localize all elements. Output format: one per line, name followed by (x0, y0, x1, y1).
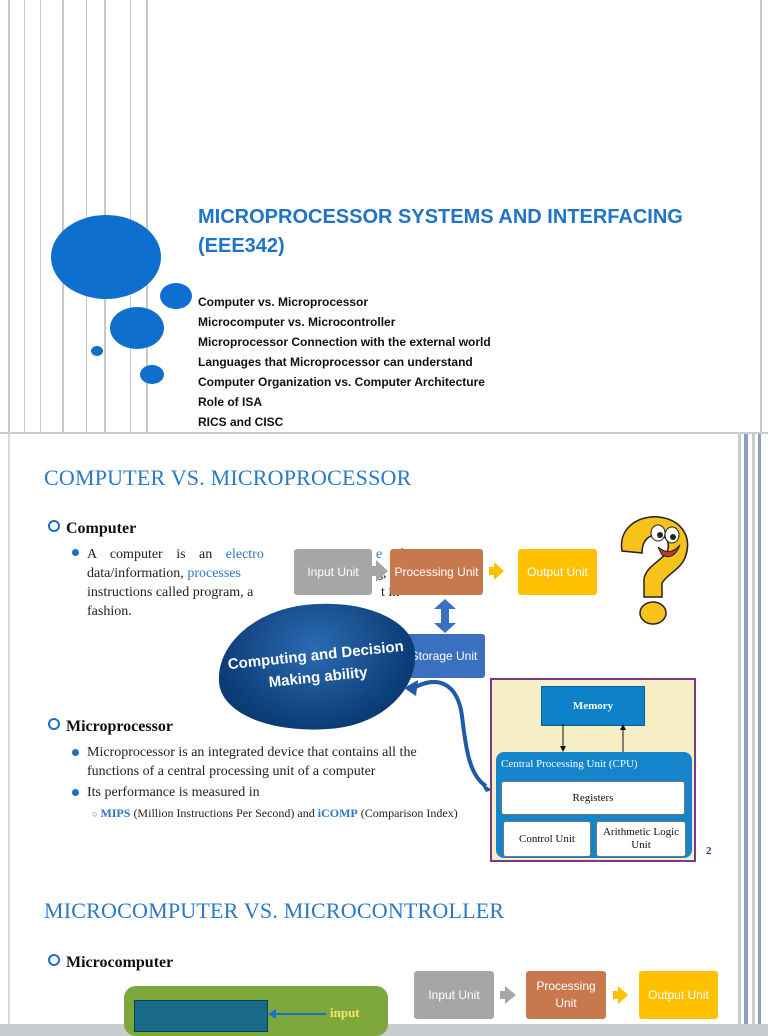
arrow-shaft (372, 566, 378, 576)
text: (Million Instructions Per Second) and (130, 806, 318, 820)
decor-circle (51, 215, 161, 299)
control-unit-box: Control Unit (503, 821, 591, 857)
arrow-shaft (500, 991, 506, 999)
slide-title: MICROCOMPUTER VS. MICROCONTROLLER (44, 898, 505, 923)
arrow-right-icon (618, 986, 628, 1004)
topic-item: RICS and CISC (198, 415, 284, 429)
decor-line (760, 0, 762, 432)
bullet-row: Microprocessor is an integrated device t… (72, 743, 470, 781)
bus-arrows-icon (560, 724, 626, 752)
desc-line: A computer is an electro (72, 545, 432, 564)
registers-box: Registers (501, 781, 685, 815)
decor-line (86, 0, 87, 432)
decor-line (752, 434, 755, 872)
arrow-right-icon (376, 560, 388, 582)
output-unit-box: Output Unit (518, 549, 597, 595)
topic-item: Microcomputer vs. Microcontroller (198, 315, 396, 329)
decor-line (752, 872, 755, 1024)
text-fragment: e (376, 547, 383, 562)
bullet-text: Microprocessor is an integrated device t… (87, 745, 417, 779)
topic-item: Role of ISA (198, 395, 263, 409)
title-line: MICROPROCESSOR SYSTEMS AND INTERFACING (198, 206, 683, 228)
memory-box: Memory (541, 686, 645, 726)
ring-bullet-icon (48, 954, 60, 966)
arrow-right-icon (494, 562, 504, 580)
decor-line (8, 0, 10, 432)
topics-list: Computer vs. Microprocessor Microcompute… (198, 292, 491, 432)
decor-circle (140, 365, 164, 384)
question-mark-icon (620, 516, 689, 625)
decor-line (62, 0, 64, 432)
decor-circle (91, 346, 103, 356)
decor-circle (110, 307, 164, 349)
chip-image (134, 1000, 268, 1032)
desc-line: instructions called program, a (87, 585, 254, 600)
decor-circle (160, 283, 192, 309)
desc-line: fashion. (87, 604, 132, 619)
bullet-text: Its performance is measured in (87, 785, 260, 800)
sub-bullet-icon: ○ (92, 809, 98, 819)
desc-line: data/information, processes (72, 564, 432, 583)
processing-unit-box: Processing Unit (526, 971, 606, 1019)
processing-unit-box: Processing Unit (390, 549, 483, 595)
decor-line (744, 434, 748, 872)
bullet-icon (72, 789, 79, 796)
up-down-arrow-icon (434, 599, 456, 633)
decor-line (758, 434, 761, 872)
decor-line (758, 872, 761, 1024)
topic-item: Microprocessor Connection with the exter… (198, 335, 491, 349)
decor-line (8, 434, 10, 872)
input-unit-box: Input Unit (294, 549, 372, 595)
arrow-right-icon (505, 986, 516, 1004)
microcomputer-heading: Microcomputer (48, 954, 173, 972)
course-title: MICROPROCESSOR SYSTEMS AND INTERFACING (… (198, 203, 728, 261)
bullet-icon (72, 749, 79, 756)
ring-bullet-icon (48, 718, 60, 730)
topic-item: Computer vs. Microprocessor (198, 295, 369, 309)
decor-line (744, 872, 748, 1024)
link-text: processes (187, 566, 241, 581)
text: (Comparison Index) (357, 806, 458, 820)
decor-line (130, 0, 131, 432)
decor-line (146, 0, 148, 432)
arrow-left-icon (268, 1009, 326, 1019)
decor-line (738, 872, 741, 1024)
arrow-shaft (489, 567, 495, 575)
heading-text: Computer (66, 520, 137, 537)
mips-line: ○ MIPS (Million Instructions Per Second)… (92, 806, 482, 822)
heading-text: Microcomputer (66, 954, 174, 971)
cpu-label: Central Processing Unit (CPU) (501, 758, 638, 770)
output-unit-box: Output Unit (639, 971, 718, 1019)
input-unit-box: Input Unit (414, 971, 494, 1019)
topic-item: Languages that Microprocessor can unders… (198, 355, 473, 369)
ring-bullet-icon (48, 520, 60, 532)
decor-line (8, 872, 10, 1024)
slide-title: MICROPROCESSOR SYSTEMS AND INTERFACING (… (0, 0, 768, 432)
title-line: (EEE342) (198, 235, 285, 257)
alu-box: Arithmetic Logic Unit (596, 821, 686, 857)
text: A computer is an (87, 547, 226, 562)
curved-arrow-icon (404, 680, 492, 792)
icomp-term: iCOMP (317, 806, 358, 820)
topic-item: Computer Organization vs. Computer Archi… (198, 375, 485, 389)
bullet-icon (72, 549, 79, 556)
link-text: electro (225, 547, 264, 562)
input-label: input (330, 1005, 360, 1020)
text: data/information, (87, 566, 188, 581)
micro-bullet: Microprocessor is an integrated device t… (72, 743, 470, 802)
decor-line (24, 0, 25, 432)
arrow-shaft (613, 991, 619, 999)
microprocessor-heading: Microprocessor (48, 718, 173, 736)
page-number: 2 (706, 845, 712, 857)
decor-line (40, 0, 41, 432)
bullet-row: Its performance is measured in (72, 783, 470, 802)
storage-unit-box: Storage Unit (403, 634, 485, 678)
decor-line (738, 434, 741, 872)
slide-title: COMPUTER VS. MICROPROCESSOR (44, 465, 412, 490)
heading-text: Microprocessor (66, 718, 173, 735)
computer-heading: Computer (48, 520, 136, 538)
computer-description: A computer is an electro data/informatio… (72, 545, 432, 621)
mips-term: MIPS (100, 806, 131, 820)
